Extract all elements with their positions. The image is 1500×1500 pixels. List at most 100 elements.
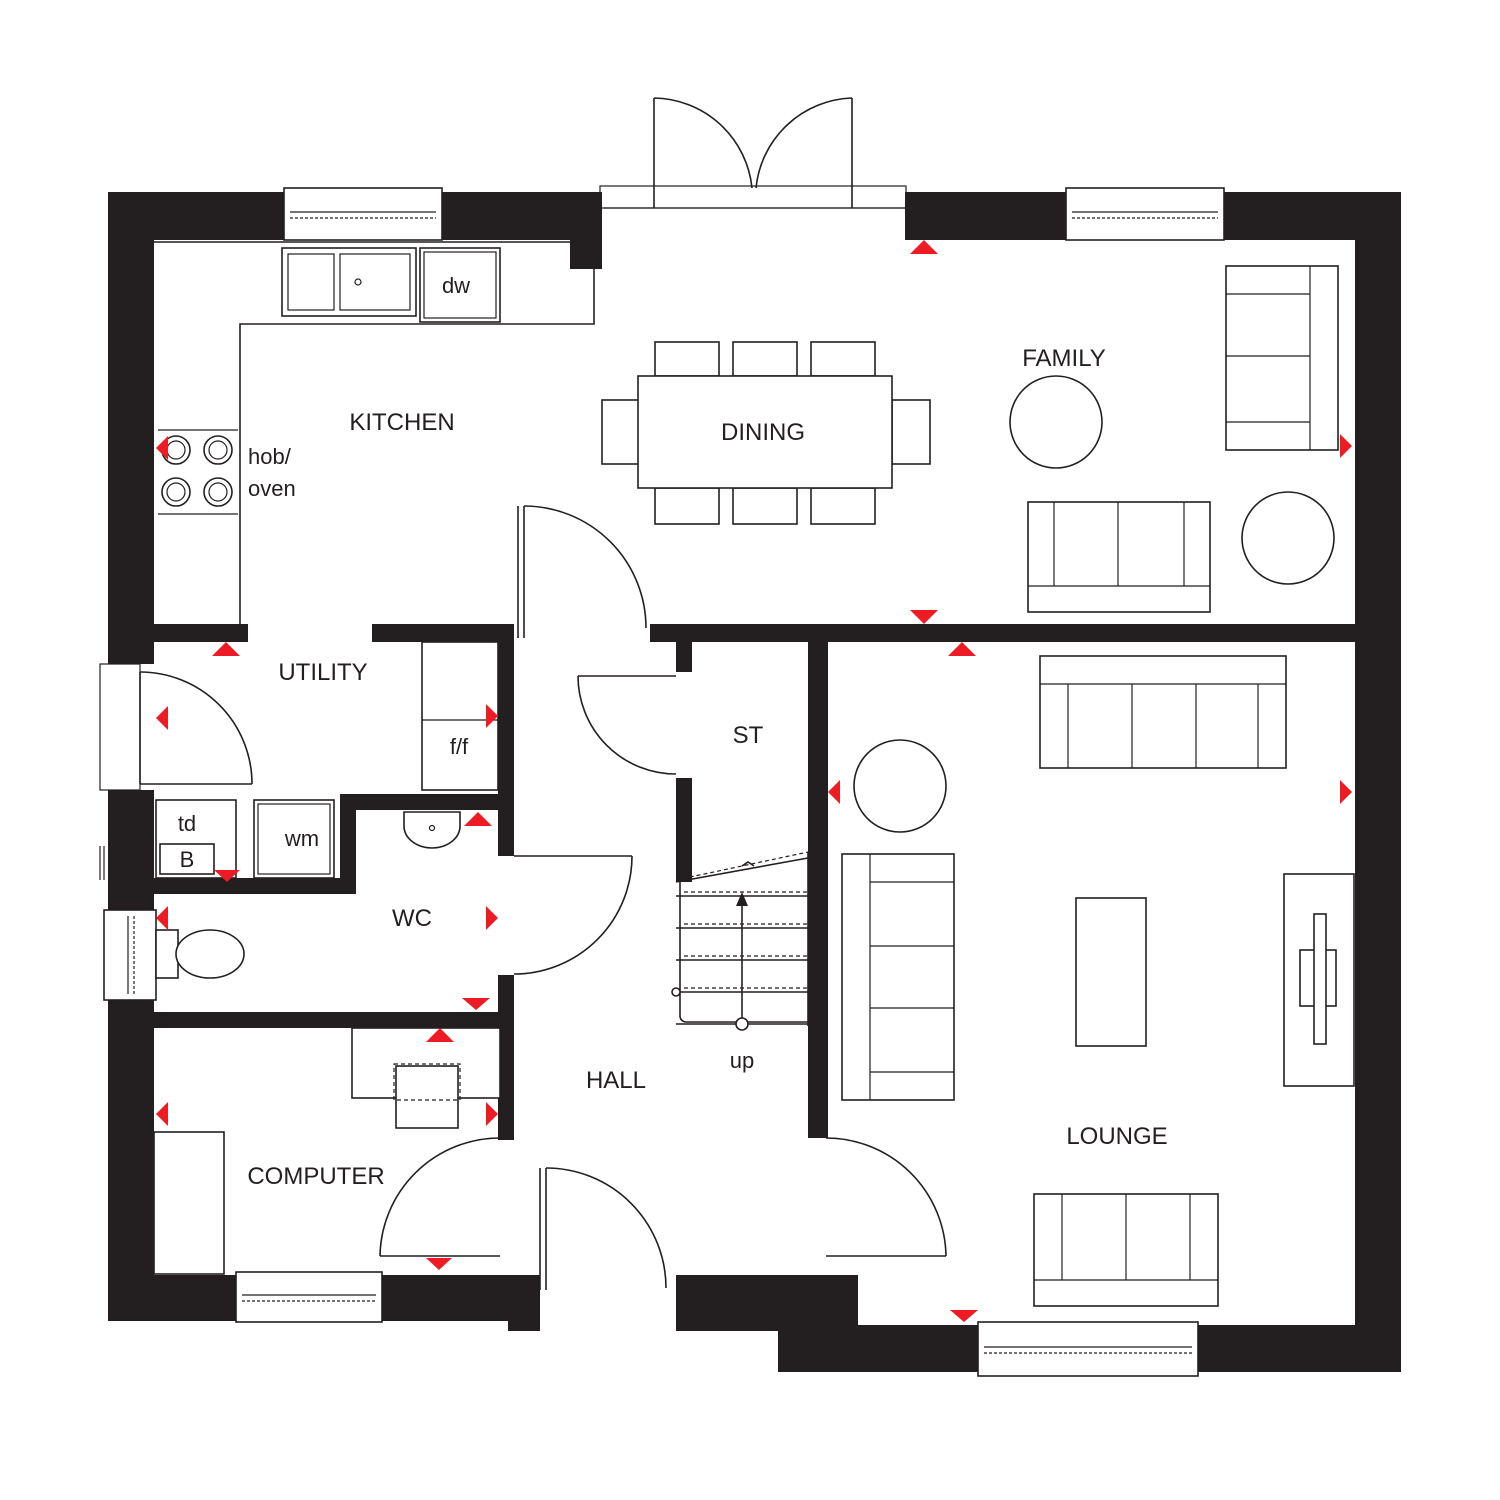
room-label-kitchen: KITCHEN — [349, 409, 454, 436]
doors — [99, 97, 947, 1290]
kitchen-units — [154, 241, 595, 624]
lounge-coffee-table — [1075, 897, 1147, 1047]
view-markers — [156, 240, 1352, 1322]
marker-arrow-down — [214, 870, 240, 882]
interior-walls — [108, 624, 1358, 1140]
wall-bottom-right — [1198, 1325, 1401, 1372]
room-label-lounge: LOUNGE — [1066, 1123, 1167, 1150]
window-lounge — [977, 1321, 1199, 1377]
wall-lounge-left — [808, 638, 828, 1138]
window-wc — [103, 909, 157, 1001]
fixture-label-oven: oven — [248, 476, 296, 501]
door-computer — [379, 1137, 501, 1257]
tv-unit — [1283, 873, 1355, 1087]
family-round-table-1 — [1009, 375, 1103, 469]
window-kitchen — [283, 187, 443, 241]
room-label-hall: HALL — [586, 1067, 646, 1094]
door-lounge — [825, 1137, 947, 1257]
door-kitchen-hall — [517, 505, 647, 638]
wall-top-mid-right — [905, 192, 1068, 240]
wall-utility-wc-vertical — [340, 794, 356, 894]
fixture-label-wm: wm — [284, 826, 319, 851]
marker-arrow-right — [486, 906, 498, 930]
fixture-label-dw: dw — [442, 273, 470, 298]
marker-arrow-up — [910, 240, 938, 254]
marker-arrow-up — [464, 812, 492, 826]
exterior-walls — [108, 192, 1401, 1372]
room-label-dining: DINING — [721, 419, 805, 446]
basin-icon — [403, 811, 461, 849]
marker-arrow-left — [156, 906, 168, 930]
marker-arrow-down — [426, 1258, 452, 1270]
stairs — [671, 851, 809, 1031]
marker-arrow-left — [156, 706, 168, 730]
fixture-label-up: up — [730, 1048, 754, 1073]
door-st — [577, 675, 677, 775]
family-sofa-right — [1225, 265, 1339, 451]
wall-kitchen-utility-right — [372, 624, 514, 642]
wall-st-left — [676, 778, 692, 882]
boiler-unit — [159, 843, 215, 875]
dishwasher-unit — [419, 247, 501, 323]
marker-arrow-down — [462, 998, 490, 1010]
dining-table — [601, 341, 931, 525]
wall-kitchen-utility-left — [108, 624, 248, 642]
lounge-furniture — [841, 655, 1355, 1307]
fixture-label-boiler: B — [180, 847, 195, 872]
marker-arrow-left — [828, 780, 840, 804]
fixture-label-td: td — [178, 811, 196, 836]
door-front — [539, 1167, 667, 1290]
wall-dining-lounge — [650, 624, 1358, 642]
washing-machine-unit — [253, 799, 335, 879]
lounge-sofa-bottom — [1033, 1193, 1219, 1307]
marker-arrow-down — [950, 1310, 978, 1322]
fixture-label-hob: hob/ — [248, 444, 292, 469]
lounge-sofa-top — [1039, 655, 1287, 769]
windows — [99, 187, 1225, 1377]
wall-right — [1355, 192, 1401, 1372]
fixture-label-ff: f/f — [450, 734, 469, 759]
family-round-table-2 — [1241, 491, 1335, 585]
family-sofa-bottom — [1027, 501, 1211, 613]
marker-arrow-right — [486, 1102, 498, 1126]
wall-bottom-left — [108, 1275, 238, 1321]
lounge-sofa-left — [841, 853, 955, 1101]
computer-cabinet — [153, 1131, 225, 1275]
hob-icon — [158, 429, 238, 515]
marker-arrow-right — [1340, 434, 1352, 458]
wall-top-notch — [570, 235, 602, 269]
toilet-icon — [155, 929, 245, 979]
wc-fixtures — [155, 811, 461, 979]
window-utility-small — [99, 846, 105, 880]
room-label-wc: WC — [392, 905, 432, 932]
sink-icon — [281, 247, 417, 317]
labels: KITCHEN DINING FAMILY UTILITY ST WC HALL… — [178, 273, 1168, 1190]
marker-arrow-up — [426, 1028, 454, 1042]
marker-arrow-down — [910, 610, 938, 624]
wall-left-upper — [108, 192, 154, 664]
computer-chair — [395, 1065, 459, 1129]
marker-arrow-up — [212, 642, 240, 656]
window-family — [1065, 187, 1225, 241]
tumble-dryer-unit — [155, 799, 237, 879]
wall-left-mid — [108, 790, 154, 910]
marker-arrow-right — [1340, 780, 1352, 804]
marker-arrow-right — [486, 704, 498, 728]
lounge-side-table — [853, 739, 947, 833]
computer-furniture — [153, 1027, 501, 1275]
wall-wc-computer — [150, 1012, 512, 1028]
room-label-computer: COMPUTER — [247, 1163, 384, 1190]
door-wc — [513, 855, 633, 975]
wall-st-top-post — [676, 638, 692, 672]
wall-left-lower — [108, 998, 154, 1320]
wall-bottom-lounge — [778, 1325, 978, 1372]
marker-arrow-up — [948, 642, 976, 656]
window-computer — [235, 1271, 383, 1323]
wall-utility-wc-bottom — [150, 878, 356, 894]
door-utility-external — [99, 663, 253, 791]
room-label-utility: UTILITY — [278, 659, 367, 686]
family-furniture — [1009, 265, 1339, 613]
wall-utility-wc — [340, 794, 512, 810]
marker-arrow-left — [156, 1102, 168, 1126]
